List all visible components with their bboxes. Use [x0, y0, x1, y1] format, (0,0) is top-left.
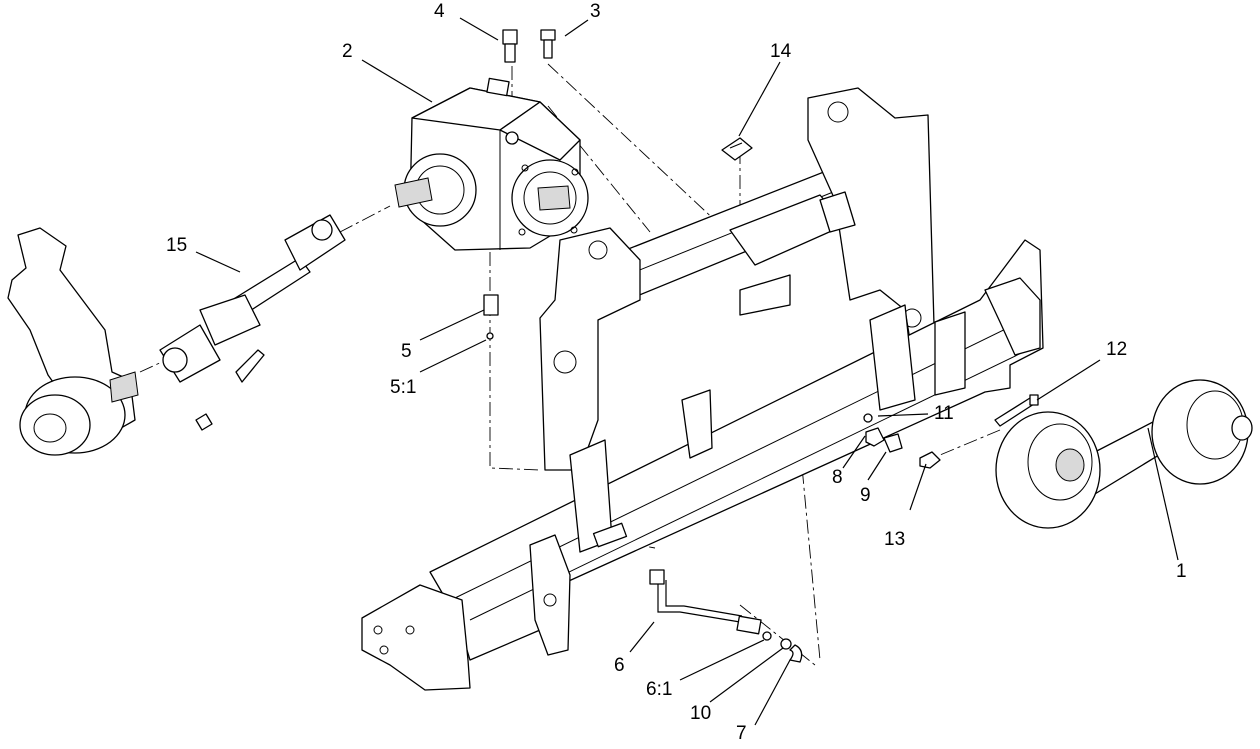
callout-14: 14	[770, 41, 792, 62]
hardware-8-9-11	[863, 413, 903, 453]
callout-6: 6	[614, 655, 625, 676]
callout-4: 4	[434, 1, 445, 22]
leader-lines	[195, 17, 1179, 726]
callout-6-1: 6:1	[646, 679, 673, 700]
gearbox	[394, 77, 589, 251]
decal-14	[721, 137, 753, 161]
callout-11: 11	[934, 403, 954, 424]
tube-6	[649, 569, 803, 663]
callout-7: 7	[736, 723, 747, 744]
callout-5-1: 5:1	[390, 377, 417, 398]
callout-12: 12	[1106, 339, 1128, 360]
callout-9: 9	[860, 485, 871, 506]
fitting-4	[502, 29, 518, 63]
driveshaft-15	[159, 214, 346, 431]
callout-10: 10	[690, 703, 712, 724]
pto-shaft-1	[995, 379, 1253, 529]
callout-5: 5	[401, 341, 412, 362]
fitting-5	[483, 294, 499, 340]
callout-15: 15	[166, 235, 188, 256]
bolt-3	[540, 29, 556, 59]
callout-2: 2	[342, 41, 353, 62]
callout-3: 3	[590, 1, 601, 22]
callout-8: 8	[832, 467, 843, 488]
main-frame	[361, 87, 1044, 691]
left-hub-assembly	[7, 227, 139, 456]
callout-1: 1	[1176, 561, 1187, 582]
callout-13: 13	[884, 529, 906, 550]
nut-13	[919, 451, 941, 469]
